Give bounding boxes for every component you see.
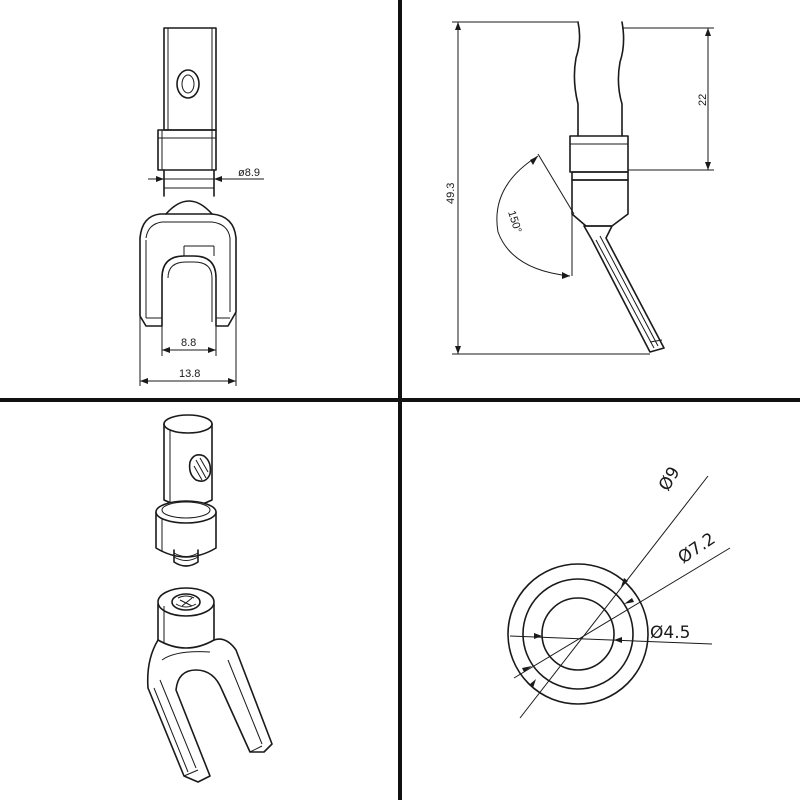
ring-inner-diameter-label: Ø4.5 bbox=[650, 623, 690, 643]
side-stem-right-edge bbox=[617, 21, 625, 137]
side-view-panel: 49.3 22 150° bbox=[445, 21, 714, 355]
exploded-view-panel bbox=[146, 414, 273, 783]
side-collar bbox=[569, 135, 629, 173]
ring-inner-circle bbox=[541, 597, 615, 671]
side-total-height-label: 49.3 bbox=[445, 183, 457, 204]
iso-tube-top bbox=[163, 414, 213, 434]
front-set-screw-hole bbox=[176, 69, 200, 99]
ring-outer-circle bbox=[507, 563, 649, 705]
iso-thread-stub bbox=[173, 549, 199, 567]
ring-outer-diameter-label: Ø9 bbox=[655, 464, 684, 495]
side-bent-prong bbox=[583, 225, 665, 353]
front-inner-width-label: 8.8 bbox=[181, 337, 196, 349]
front-dome bbox=[165, 200, 213, 215]
side-stem-left-edge bbox=[573, 21, 581, 137]
iso-fork-body bbox=[146, 638, 273, 783]
side-bend-angle-label: 150° bbox=[505, 209, 523, 234]
side-body bbox=[571, 179, 629, 227]
front-stem-diameter-label: ø8.9 bbox=[238, 167, 260, 179]
ring-middle-diameter-label: Ø7.2 bbox=[675, 529, 720, 568]
side-upper-height-label: 22 bbox=[697, 94, 709, 106]
front-collar bbox=[157, 129, 217, 171]
ring-section-panel: Ø9 Ø7.2 Ø4.5 bbox=[507, 464, 731, 719]
front-view-panel: ø8.9 8.8 13.8 bbox=[139, 27, 264, 386]
side-neck bbox=[571, 171, 629, 181]
iso-tube bbox=[163, 423, 213, 507]
front-neck bbox=[163, 169, 215, 197]
front-outer-width-label: 13.8 bbox=[179, 368, 200, 380]
front-stem-tube bbox=[163, 27, 217, 131]
front-fork-body bbox=[139, 213, 237, 327]
ring-middle-circle bbox=[522, 578, 634, 690]
iso-set-screw bbox=[188, 454, 212, 482]
